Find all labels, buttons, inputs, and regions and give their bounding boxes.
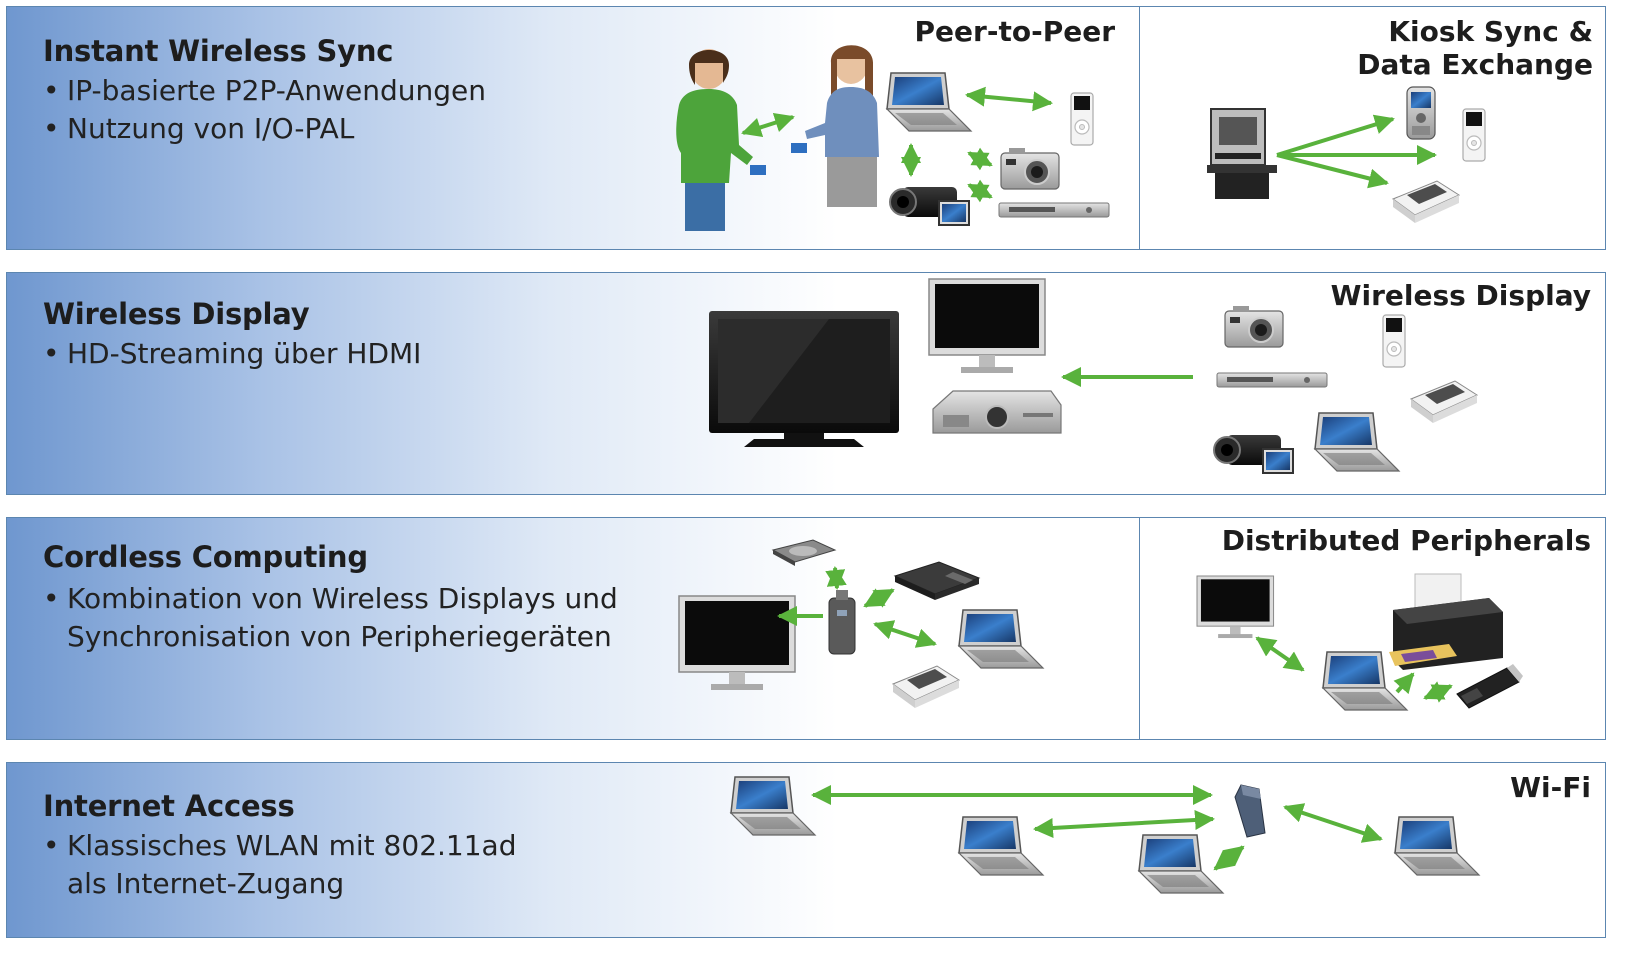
bullet-item: Kombination von Wireless Displays und Sy… (43, 580, 623, 656)
internet-access-illustration (730, 776, 1480, 894)
wireless-adapter-icon (828, 589, 856, 655)
panel-wireless-display: Wireless Display HD-Streaming über HDMI … (6, 272, 1606, 495)
label-wi-fi: Wi-Fi (1510, 771, 1591, 804)
cordless-computing-illustration (678, 539, 1524, 711)
panel-title: Cordless Computing (43, 540, 368, 574)
camera-icon (1224, 305, 1284, 348)
tv-icon (709, 311, 899, 447)
monitor-icon (1196, 575, 1275, 639)
camera-icon (1000, 147, 1060, 190)
panel-instant-wireless-sync: Instant Wireless Sync IP-basierte P2P-An… (6, 6, 1606, 250)
bullet-item: Klassisches WLAN mit 802.11ad als Intern… (43, 827, 563, 903)
dvd-player-icon (998, 202, 1110, 218)
bullet-item: HD-Streaming über HDMI (43, 335, 421, 373)
laptop-icon (958, 816, 1044, 876)
optical-drive-icon (894, 561, 980, 601)
panel-cordless-computing: Cordless Computing Kombination von Wirel… (6, 517, 1606, 740)
panel-title: Instant Wireless Sync (43, 34, 394, 68)
dvd-player-icon (1216, 372, 1328, 388)
mp3-player-icon (1382, 314, 1406, 368)
photo-printer-icon (1410, 380, 1478, 424)
photo-printer-icon (1392, 180, 1460, 224)
peer-to-peer-illustration (676, 45, 1486, 231)
bullet-item: Nutzung von I/O-PAL (43, 110, 486, 148)
laptop-icon (730, 776, 816, 836)
laptop-icon (1394, 816, 1480, 876)
person-icon (676, 49, 753, 231)
person-icon (805, 45, 879, 208)
laptop-icon (1138, 834, 1224, 894)
card-icon (750, 165, 766, 175)
bullet-item: IP-basierte P2P-Anwendungen (43, 72, 486, 110)
bullet-list: Klassisches WLAN mit 802.11ad als Intern… (43, 827, 563, 903)
label-distributed-peripherals: Distributed Peripherals (1221, 524, 1591, 557)
monitor-icon (678, 595, 796, 691)
kiosk-icon (1206, 108, 1278, 200)
router-icon (1234, 784, 1266, 838)
panel-title: Wireless Display (43, 297, 310, 331)
label-wireless-display: Wireless Display (1330, 279, 1591, 312)
camcorder-icon (889, 186, 970, 226)
panel-title: Internet Access (43, 789, 295, 823)
mp3-player-icon (1070, 92, 1094, 146)
bullet-list: Kombination von Wireless Displays und Sy… (43, 580, 623, 656)
panel-internet-access: Internet Access Klassisches WLAN mit 802… (6, 762, 1606, 938)
label-peer-to-peer: Peer-to-Peer (914, 15, 1115, 48)
phone-icon (1406, 86, 1436, 140)
bullet-list: IP-basierte P2P-Anwendungen Nutzung von … (43, 72, 486, 148)
mp3-player-icon (1462, 108, 1486, 162)
laptop-icon (958, 609, 1044, 669)
hard-drive-icon (772, 539, 836, 567)
camcorder-icon (1213, 434, 1294, 474)
laptop-icon (886, 72, 972, 132)
card-icon (791, 143, 807, 153)
bullet-list: HD-Streaming über HDMI (43, 335, 421, 373)
label-kiosk-sync: Kiosk Sync & Data Exchange (1357, 15, 1593, 81)
projector-icon (932, 390, 1062, 434)
laptop-icon (1314, 412, 1400, 472)
usb-stick-icon (1456, 663, 1524, 709)
wireless-display-illustration (709, 278, 1478, 474)
printer-icon (1388, 573, 1504, 671)
photo-printer-icon (892, 665, 960, 709)
monitor-icon (928, 278, 1046, 374)
